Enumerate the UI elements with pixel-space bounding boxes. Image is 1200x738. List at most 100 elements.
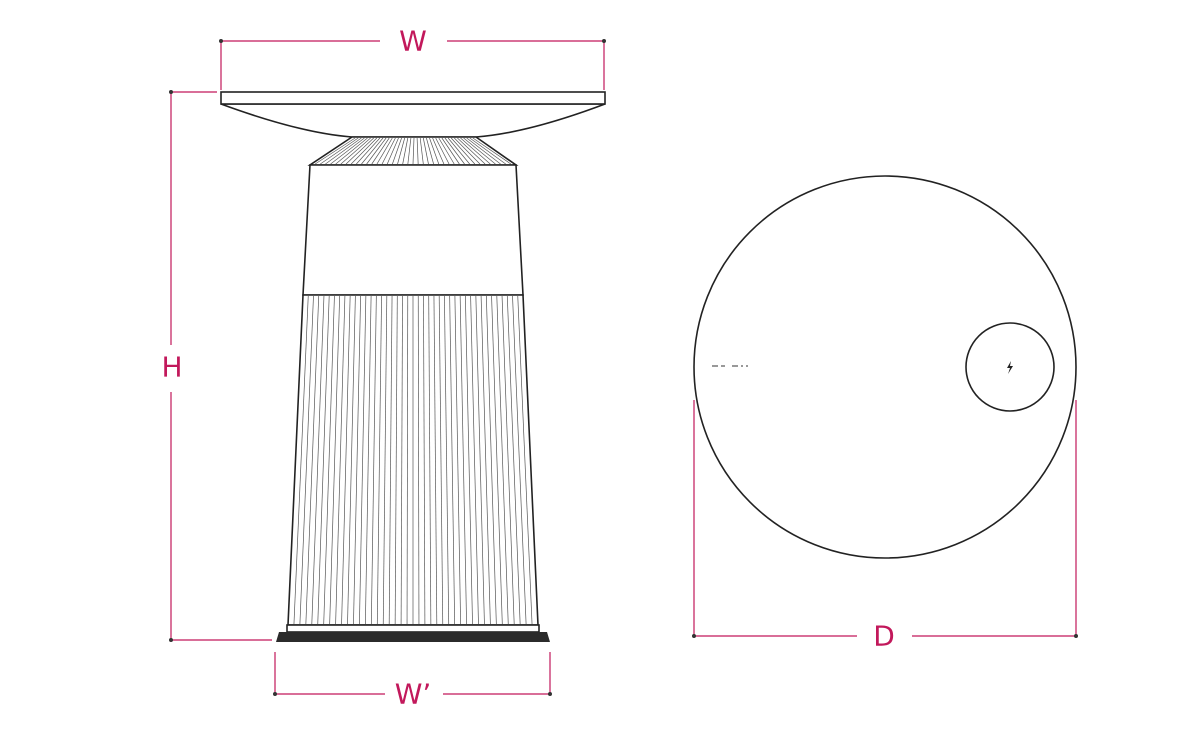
rib-line — [419, 137, 424, 165]
rib-line — [305, 295, 320, 625]
rib-line — [438, 137, 455, 165]
base-band — [286, 624, 540, 633]
rib-line — [371, 137, 390, 165]
rib-line — [444, 137, 465, 165]
base-width-dimension: W’ — [273, 652, 552, 711]
rib-line — [388, 295, 393, 625]
rib-line — [361, 137, 384, 165]
rib-line — [381, 137, 396, 165]
rib-line — [314, 137, 356, 165]
rib-line — [491, 295, 503, 625]
rib-line — [323, 295, 335, 625]
rib-line — [407, 137, 412, 165]
rib-line — [480, 295, 491, 625]
rib-line — [359, 295, 367, 625]
lightning-bolt-icon — [1007, 361, 1013, 374]
rib-line — [382, 295, 388, 625]
rib-line — [356, 137, 381, 165]
rib-line — [449, 295, 456, 625]
rib-line — [416, 137, 419, 165]
height-label: H — [161, 351, 182, 384]
upper-body — [302, 164, 524, 296]
rib-line — [345, 137, 374, 165]
rib-line — [466, 137, 501, 165]
rib-line — [422, 137, 429, 165]
rib-line — [438, 295, 444, 625]
rib-line — [311, 295, 325, 625]
base-width-label: W’ — [395, 678, 432, 711]
rib-line — [457, 137, 486, 165]
rib-line — [293, 295, 309, 625]
rib-line — [325, 137, 362, 165]
rib-line — [475, 295, 485, 625]
rib-line — [517, 295, 533, 625]
rib-line — [397, 137, 406, 165]
rib-line — [347, 295, 356, 625]
rib-line — [433, 295, 438, 625]
rib-line — [320, 137, 359, 165]
rib-line — [330, 137, 365, 165]
side-view — [220, 91, 606, 642]
rib-line — [469, 137, 506, 165]
rib-line — [423, 295, 426, 625]
rib-line — [365, 295, 372, 625]
rib-line — [496, 295, 509, 625]
rib-line — [317, 295, 330, 625]
rib-line — [376, 137, 393, 165]
rib-line — [428, 295, 432, 625]
rib-line — [376, 295, 382, 625]
rib-line — [370, 295, 377, 625]
rib-line — [392, 137, 402, 165]
base-foot — [276, 632, 550, 642]
width-label: W — [399, 25, 427, 58]
rib-line — [441, 137, 460, 165]
rib-line — [459, 295, 467, 625]
rib-line — [299, 295, 314, 625]
rib-line — [406, 295, 409, 625]
rib-line — [400, 295, 403, 625]
neck-ribs — [314, 137, 512, 165]
small-marking — [712, 365, 748, 367]
rib-line — [501, 295, 515, 625]
rib-line — [460, 137, 491, 165]
rib-line — [463, 137, 496, 165]
rib-line — [447, 137, 470, 165]
tabletop-plate — [220, 91, 606, 105]
width-dimension: W — [219, 25, 606, 90]
rib-line — [472, 137, 512, 165]
top-view — [693, 175, 1077, 559]
tabletop-circle — [693, 175, 1077, 559]
rib-line — [353, 295, 361, 625]
rib-line — [340, 137, 371, 165]
rib-line — [335, 295, 346, 625]
rib-line — [506, 295, 521, 625]
diameter-dimension: D — [692, 400, 1078, 653]
rib-line — [435, 137, 450, 165]
diameter-label: D — [873, 620, 895, 653]
body-ribs — [293, 295, 533, 625]
rib-line — [512, 295, 527, 625]
rib-line — [335, 137, 368, 165]
rib-line — [465, 295, 473, 625]
rib-line — [394, 295, 398, 625]
rib-line — [366, 137, 387, 165]
rib-line — [386, 137, 399, 165]
rib-line — [485, 295, 497, 625]
height-dimension: H — [161, 90, 272, 642]
rib-line — [450, 137, 476, 165]
rib-line — [402, 137, 409, 165]
rib-line — [341, 295, 351, 625]
rib-line — [470, 295, 479, 625]
rib-line — [329, 295, 341, 625]
rib-line — [429, 137, 440, 165]
rib-line — [432, 137, 445, 165]
rib-line — [444, 295, 450, 625]
rib-line — [426, 137, 434, 165]
rib-line — [412, 137, 415, 165]
rib-line — [350, 137, 378, 165]
rib-line — [454, 295, 461, 625]
rib-line — [454, 137, 481, 165]
tabletop-bowl — [220, 103, 606, 138]
